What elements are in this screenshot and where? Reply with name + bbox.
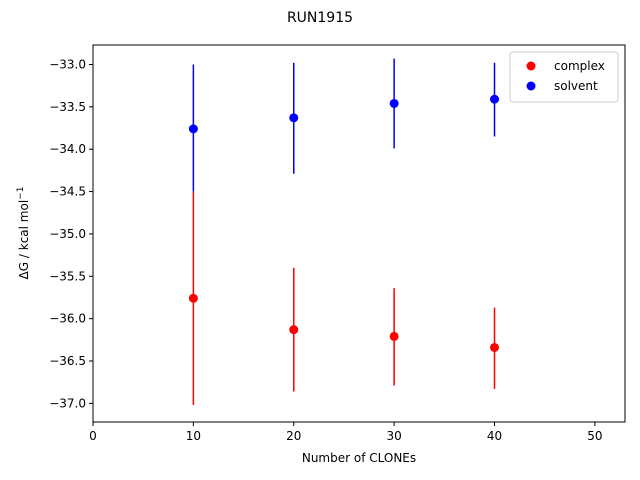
x-tick-label-2: 20 (286, 429, 301, 443)
x-tick-label-1: 10 (186, 429, 201, 443)
y-axis-label: ΔG / kcal mol−1 (16, 187, 31, 280)
x-axis-label: Number of CLONEs (302, 451, 416, 465)
solvent-point-2 (389, 98, 399, 108)
legend-label-complex: complex (554, 59, 605, 73)
legend-marker-solvent (526, 81, 536, 91)
chart-title: RUN1915 (287, 10, 353, 26)
x-tick-label-0: 0 (89, 429, 97, 443)
complex-point-2 (389, 331, 399, 341)
y-tick-label-5: −35.5 (49, 269, 86, 283)
complex-point-1 (289, 325, 299, 335)
solvent-point-0 (188, 124, 198, 134)
complex-point-3 (490, 342, 500, 352)
y-tick-label-7: −36.5 (49, 354, 86, 368)
x-tick-label-5: 50 (587, 429, 602, 443)
y-tick-label-1: −33.5 (49, 100, 86, 114)
y-tick-label-2: −34.0 (49, 142, 86, 156)
y-tick-label-4: −35.0 (49, 227, 86, 241)
legend-label-solvent: solvent (554, 79, 598, 93)
y-axis-label-exponent: −1 (16, 187, 26, 200)
solvent-point-3 (490, 94, 500, 104)
legend-marker-complex (526, 61, 536, 71)
legend-box (509, 51, 619, 103)
solvent-point-1 (289, 113, 299, 123)
x-tick-label-4: 40 (487, 429, 502, 443)
y-tick-label-8: −37.0 (49, 396, 86, 410)
y-tick-label-6: −36.0 (49, 312, 86, 326)
y-tick-label-0: −33.0 (49, 57, 86, 71)
complex-point-0 (188, 293, 198, 303)
x-tick-label-3: 30 (386, 429, 401, 443)
y-axis-label-main: ΔG / kcal mol (17, 200, 31, 280)
y-tick-label-3: −34.5 (49, 185, 86, 199)
